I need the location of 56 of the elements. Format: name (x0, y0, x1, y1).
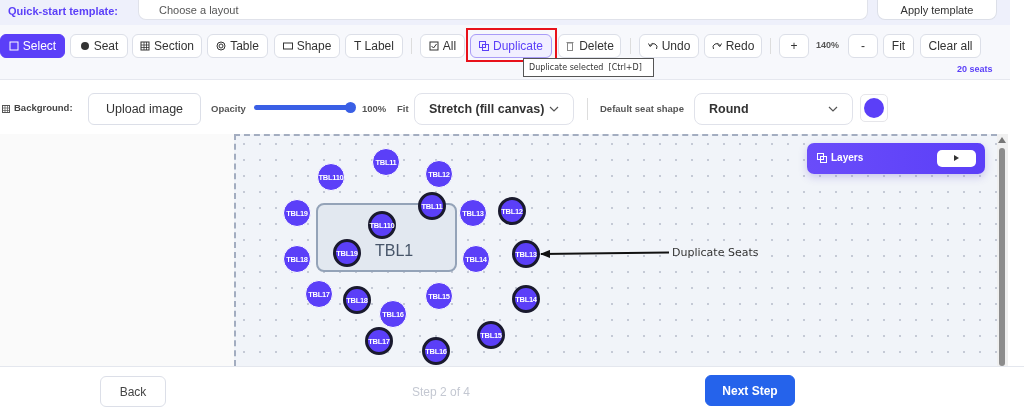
seat-circle (462, 245, 490, 273)
duplicate-seat (422, 337, 450, 365)
seat-circle (283, 245, 311, 273)
step-indicator: Step 2 of 4 (412, 385, 471, 399)
slider-value: 100% (362, 103, 387, 114)
tooltip: Duplicate selected [Ctrl+D] (523, 58, 654, 77)
seat-button: Seat (70, 34, 128, 58)
table-button: Table (207, 34, 268, 58)
field-label: Default seat shape (600, 103, 684, 114)
duplicate-seat (365, 327, 393, 355)
label-button: T Label (345, 34, 403, 58)
fit-button: Fit (883, 34, 914, 58)
delete-button: Delete (558, 34, 621, 58)
field-label: Opacity (211, 103, 246, 114)
zoom-level: 140% (816, 40, 840, 50)
seat-circle (372, 148, 400, 176)
arrow (540, 249, 670, 258)
duplicate-seat (418, 192, 446, 220)
duplicate-seat (512, 285, 540, 313)
seat-circle (305, 280, 333, 308)
annotation-text: Duplicate Seats (672, 246, 759, 259)
panel-title: Layers (831, 152, 864, 163)
clear-all-button: Clear all (920, 34, 981, 58)
seat-circle (425, 160, 453, 188)
table-rectangle (316, 203, 457, 272)
shape-button: Shape (274, 34, 340, 58)
seat-circle (379, 300, 407, 328)
zoom-out-button: - (848, 34, 878, 58)
duplicate-seat (477, 321, 505, 349)
dropdown: Round (694, 93, 853, 125)
seat-circle (459, 199, 487, 227)
seat-circle (425, 282, 453, 310)
duplicate-seat (333, 239, 361, 267)
table-label: TBL1 (375, 242, 414, 260)
field-label: Fit (397, 103, 409, 114)
select-button: Select (0, 34, 65, 58)
section-button: Section (132, 34, 202, 58)
zoom-in-button: + (779, 34, 809, 58)
upload-button: Upload image (88, 93, 201, 125)
duplicate-seat (498, 197, 526, 225)
duplicate-seat (343, 286, 371, 314)
apply-button: Apply template (877, 0, 997, 20)
field-label: Quick-start template: (8, 5, 119, 17)
back-button: Back (100, 376, 166, 407)
seat-count: 20 seats (957, 64, 993, 74)
redo-button: Redo (704, 34, 762, 58)
undo-button: Undo (639, 34, 699, 58)
duplicate-seat (512, 240, 540, 268)
dropdown: Choose a layout (138, 0, 868, 20)
field-label: Background: (14, 102, 73, 113)
duplicate-button: Duplicate (470, 34, 552, 58)
seat-circle (283, 199, 311, 227)
dropdown: Stretch (fill canvas) (414, 93, 574, 125)
select-all-button: All (420, 34, 465, 58)
next-button: Next Step (705, 375, 795, 406)
seat-circle (317, 163, 345, 191)
